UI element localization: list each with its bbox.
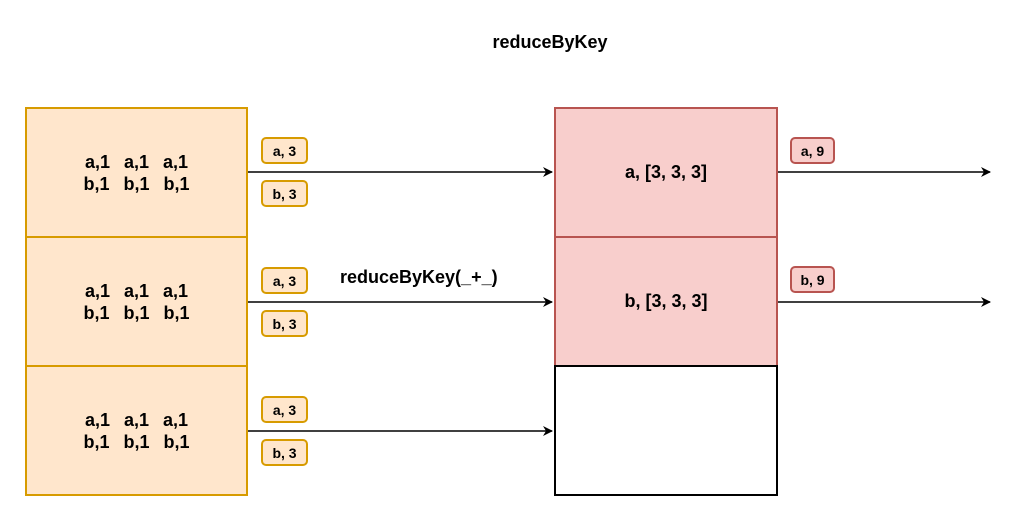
combine-tag: b, 3 — [261, 310, 308, 337]
combine-tag: a, 3 — [261, 267, 308, 294]
diagram-title: reduceByKey — [492, 32, 608, 52]
output-tag: b, 9 — [790, 266, 835, 293]
partition-line: a,1 a,1 a,1 — [84, 409, 189, 430]
combine-tag: b, 3 — [261, 180, 308, 207]
partition-line: a,1 a,1 a,1 — [84, 151, 189, 172]
combine-tag: b, 3 — [261, 439, 308, 466]
reduce-partition-2: b, [3, 3, 3] — [554, 236, 778, 367]
reduce-partition-label: a, [3, 3, 3] — [624, 162, 708, 182]
partition-line: b,1 b,1 b,1 — [83, 302, 190, 323]
partition-line: b,1 b,1 b,1 — [83, 431, 190, 452]
output-tag: a, 9 — [790, 137, 835, 164]
reduce-partition-label: b, [3, 3, 3] — [624, 291, 708, 311]
partition-line: b,1 b,1 b,1 — [83, 173, 190, 194]
reduce-partition-1: a, [3, 3, 3] — [554, 107, 778, 238]
reduce-partition-3 — [554, 365, 778, 496]
combine-tag: a, 3 — [261, 137, 308, 164]
operation-label: reduceByKey(_+_) — [340, 267, 498, 287]
partition-line: a,1 a,1 a,1 — [84, 280, 189, 301]
combine-tag: a, 3 — [261, 396, 308, 423]
